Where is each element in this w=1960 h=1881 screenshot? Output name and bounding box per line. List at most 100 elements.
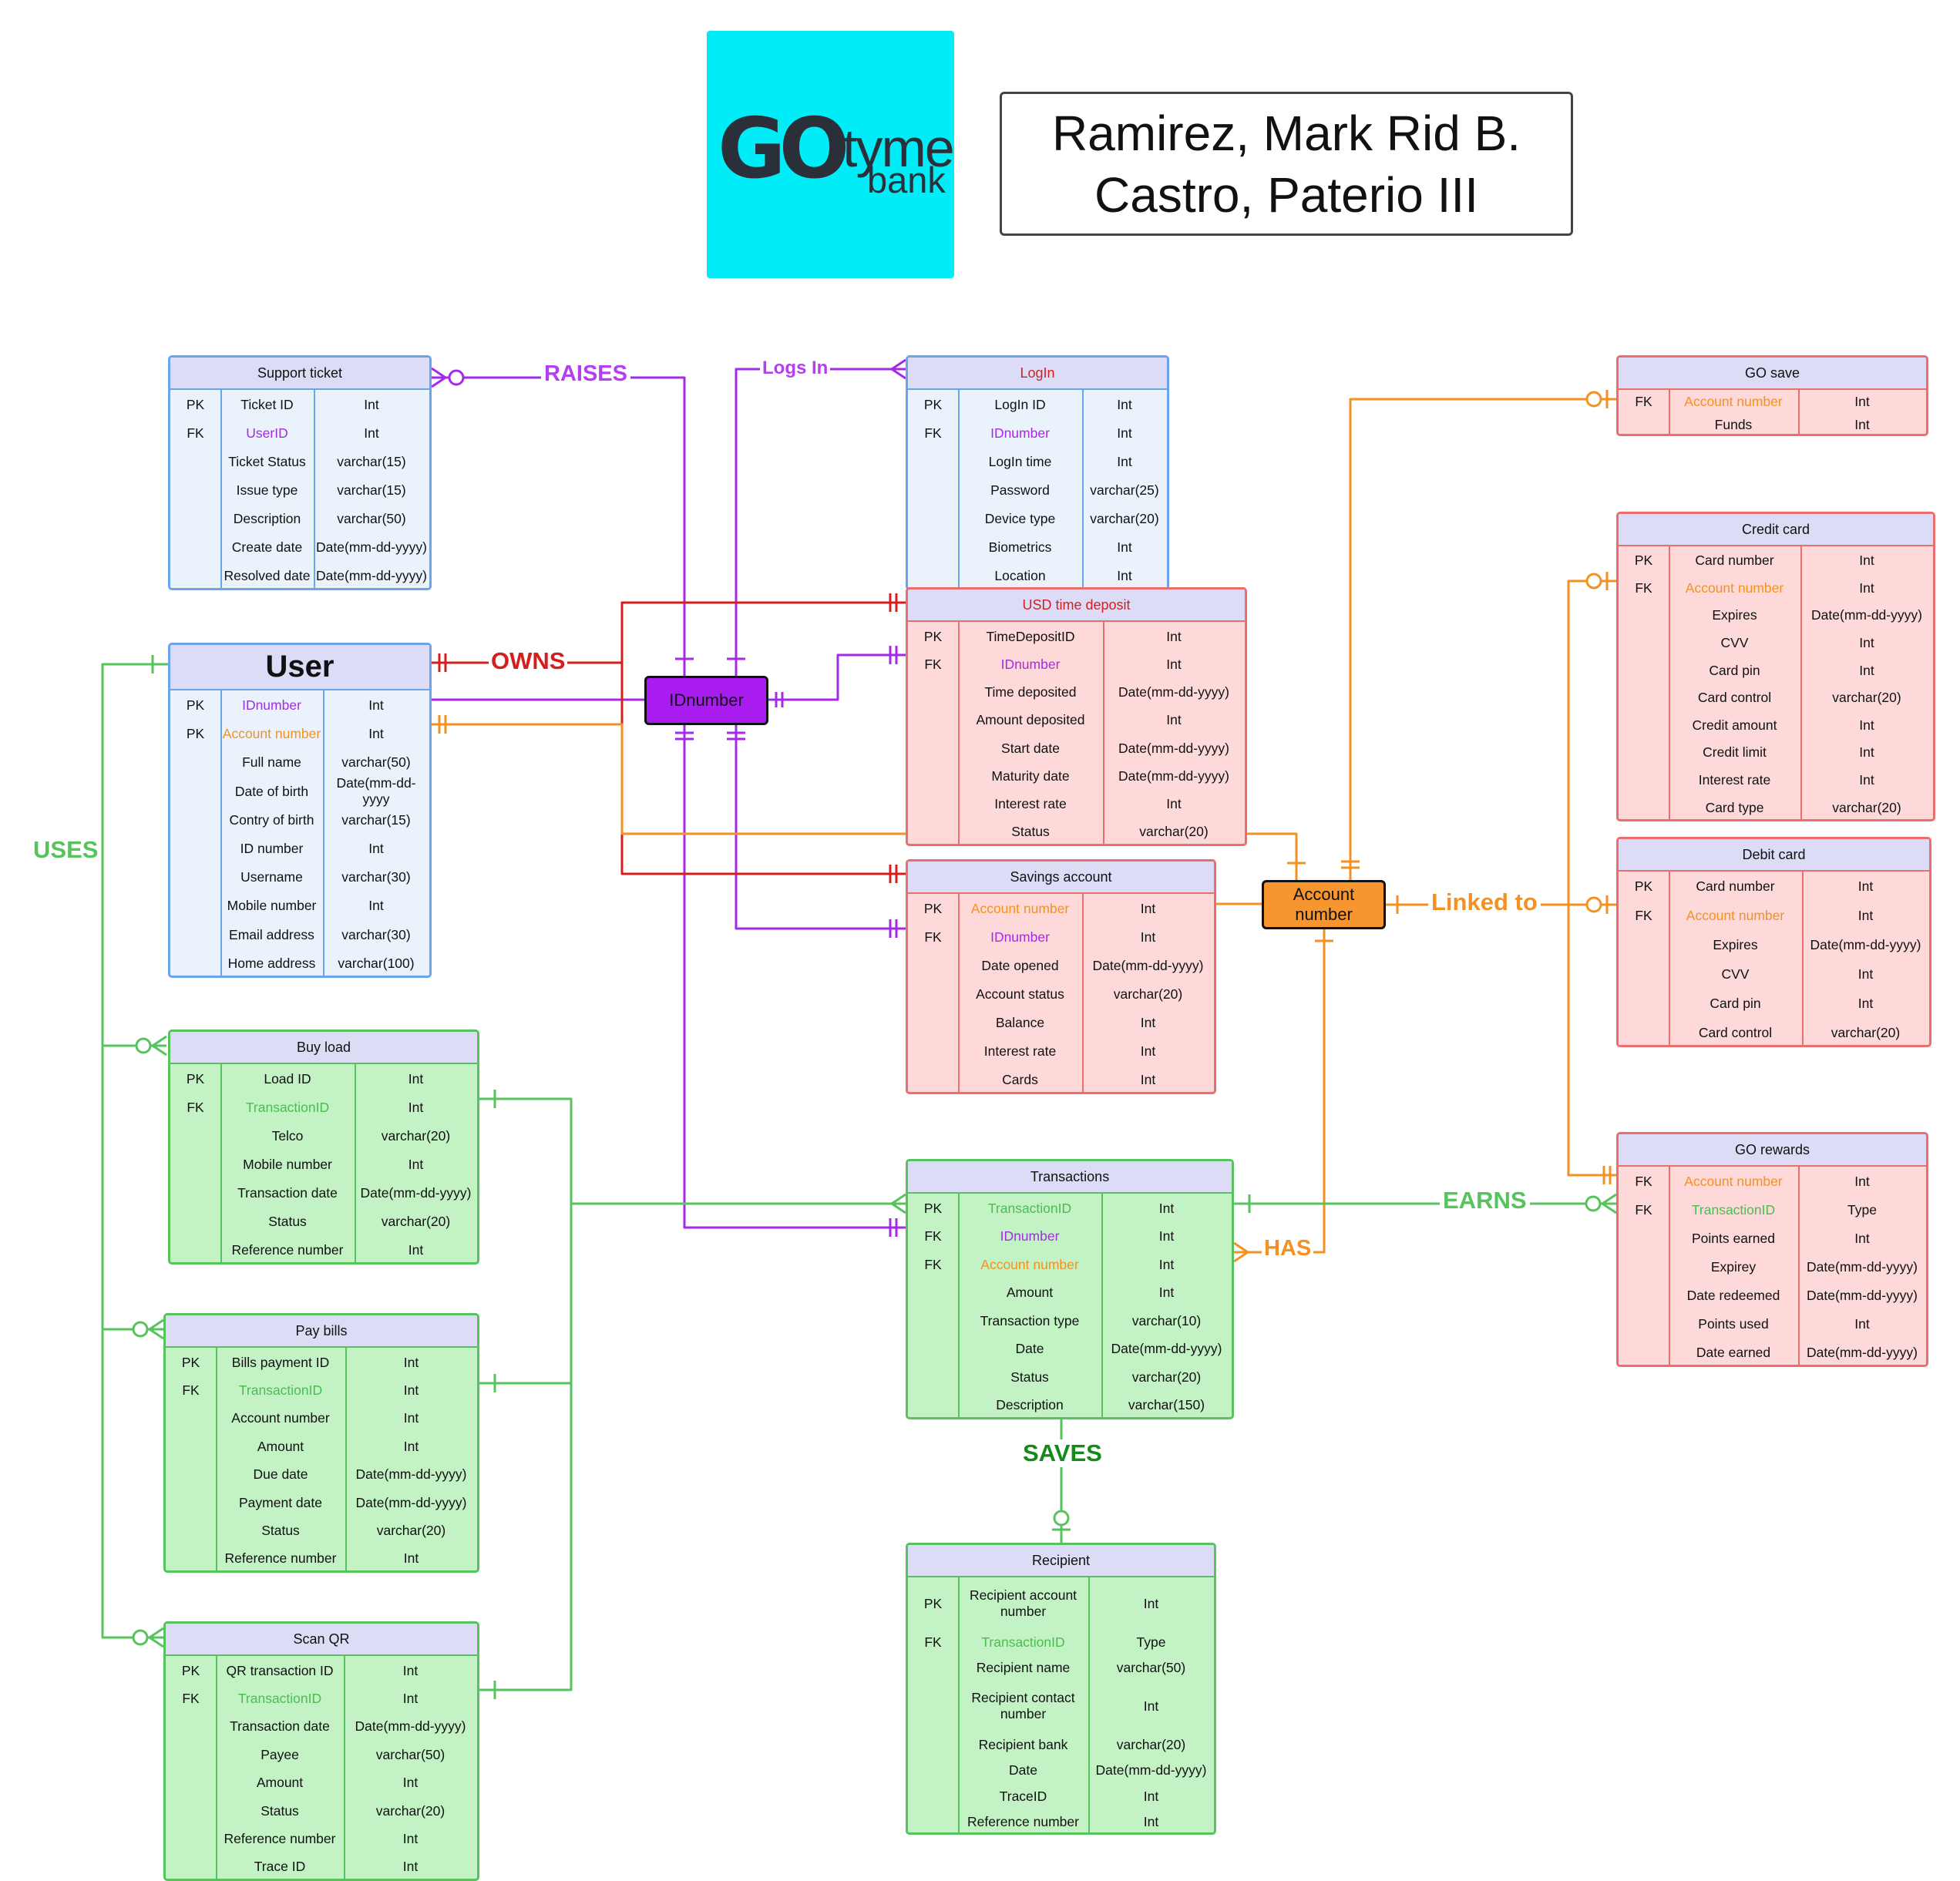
field-row: Reference number Int [908,1809,1214,1832]
field-type-cell: Int [408,1242,424,1258]
field-name-cell: Contry of birth [229,811,314,828]
column-divider [1103,620,1104,844]
field-name-cell: Recipient bank [978,1736,1068,1752]
field-type-cell: Date(mm-dd-yyyy) [355,1718,466,1735]
field-type-cell: Date(mm-dd-yyyy) [1807,1259,1918,1275]
field-name-cell: Card type [1705,799,1764,815]
field-name-cell: CVV [1720,635,1749,651]
field-type-cell: Int [364,425,379,441]
field-type-cell: varchar(15) [337,482,406,498]
field-type-cell: Date(mm-dd-yyyy) [360,1185,472,1201]
field-type-cell: Int [1143,1788,1159,1804]
field-name-cell: Status [268,1214,307,1229]
key-cell: PK [186,1071,205,1087]
field-type-cell: Int [1158,1256,1175,1272]
field-type-cell: Int [1143,1698,1159,1714]
field-name-cell: Mobile number [227,898,317,914]
field-type-cell: Int [1859,717,1874,733]
raises-label: RAISES [541,361,630,387]
field-name-cell: Recipient contact number [971,1690,1075,1722]
field-name-cell: Card pin [1709,662,1760,678]
field-row: Description varchar(50) [170,505,429,533]
field-name-cell: TransactionID [981,1634,1065,1650]
field-type-cell: Int [1117,568,1132,583]
field-type-cell: varchar(20) [1131,1369,1202,1385]
field-type-cell: Int [364,397,379,412]
column-divider [1802,870,1804,1045]
field-row: Recipient contact number Int [908,1681,1214,1732]
field-type-cell: varchar(20) [1832,690,1901,706]
field-name-cell: Account number [1684,394,1783,410]
field-name-cell: Points used [1698,1316,1769,1332]
field-type-cell: varchar(20) [1832,799,1901,815]
column-divider [220,388,222,588]
field-name-cell: CVV [1721,966,1750,982]
login-title: LogIn [908,358,1167,390]
field-type-cell: Int [408,1157,424,1172]
field-type-cell: Int [1143,1813,1159,1829]
field-name-cell: Expirey [1710,1259,1757,1275]
transactions-title: Transactions [908,1161,1232,1194]
field-type-cell: Date(mm-dd-yyyy) [316,568,427,583]
field-name-cell: TraceID [999,1788,1047,1804]
field-name-cell: Due date [253,1466,308,1483]
uses-line [101,663,168,1639]
field-type-cell: Int [1857,908,1874,924]
field-name-cell: ID number [240,841,304,857]
field-type-cell: Type [1136,1634,1166,1650]
go-rewards-title: GO rewards [1619,1134,1926,1167]
field-name-cell: Description [233,511,301,526]
key-cell: FK [1635,908,1652,924]
field-type-cell: varchar(50) [1116,1660,1186,1676]
field-type-cell: Int [1854,394,1870,410]
field-type-cell: varchar(50) [337,511,406,526]
field-name-cell: Card number [1695,553,1774,569]
field-type-cell: Int [1140,1015,1156,1030]
key-cell: FK [187,425,204,441]
key-cell: FK [924,1634,942,1650]
field-name-cell: Date [1009,1762,1037,1779]
field-name-cell: Reference number [967,1813,1079,1829]
field-type-cell: Int [1857,878,1874,895]
field-name-cell: Resolved date [224,568,311,583]
field-type-cell: Int [1117,425,1132,441]
key-cell: FK [924,656,942,672]
field-type-cell: Date(mm-dd-yyyy) [1118,684,1229,700]
field-type-cell: Date(mm-dd-yyyy [336,775,416,808]
key-cell: PK [186,397,205,412]
field-name-cell: Account number [970,901,1070,916]
column-divider [958,620,960,844]
has-label: HAS [1262,1236,1314,1261]
field-type-cell: Int [368,898,384,914]
field-type-cell: Int [1140,929,1156,945]
logo-bank-text: bank [867,160,946,200]
buyload-transactions-line [479,1097,573,1691]
field-type-cell: Int [1117,397,1132,412]
field-type-cell: Int [1140,901,1156,916]
